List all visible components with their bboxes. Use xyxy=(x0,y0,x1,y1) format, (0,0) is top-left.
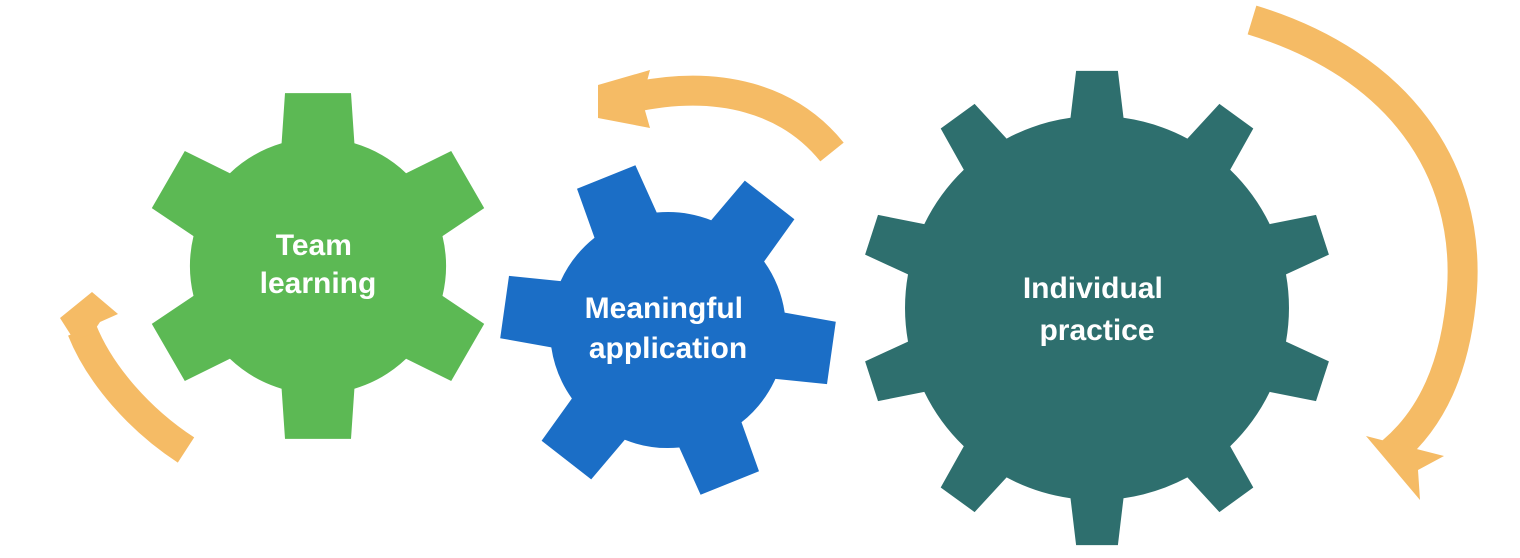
team-learning-gear: Team learning xyxy=(151,93,485,439)
arrow-to-meaningful xyxy=(598,70,844,162)
meaningful-application-gear-shape xyxy=(500,165,836,495)
individual-practice-label-line-1: Individual xyxy=(1023,272,1163,305)
arrow-to-team xyxy=(60,292,195,463)
meaningful-application-label-line-1: Meaningful xyxy=(585,292,743,325)
team-learning-label-line-1: Team xyxy=(276,229,352,262)
individual-practice-gear-shape xyxy=(865,70,1329,546)
team-learning-label-line-2: learning xyxy=(260,267,377,300)
meaningful-application-label-line-2: application xyxy=(589,332,747,365)
team-learning-gear-shape xyxy=(151,93,485,439)
arrow-individual-cycle xyxy=(1247,5,1478,500)
svg-text:Individual practice: Individual practice xyxy=(1023,272,1171,347)
individual-practice-gear: Individual practice xyxy=(865,70,1329,546)
svg-text:Team learning: Team learning xyxy=(260,229,377,300)
svg-text:Meaningful application: Meaningful application xyxy=(585,292,752,365)
individual-practice-label-line-2: practice xyxy=(1039,314,1154,347)
cycle-arrows xyxy=(60,5,1478,500)
meaningful-application-gear: Meaningful application xyxy=(500,165,836,495)
